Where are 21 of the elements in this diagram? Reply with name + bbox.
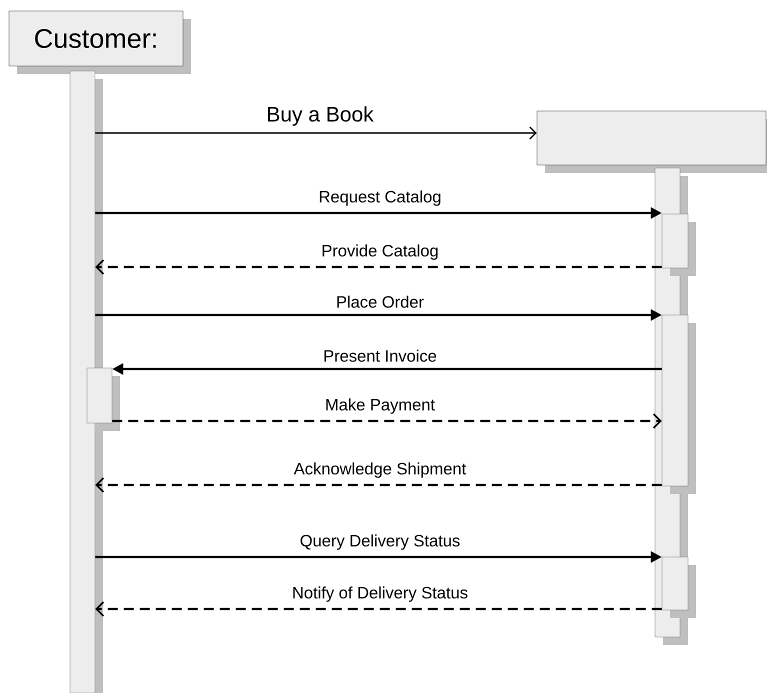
arrow [95,126,537,140]
edge-label: Query Delivery Status [298,533,462,551]
arrow [95,477,662,493]
object-box [536,110,767,173]
arrow [112,413,662,429]
edge-label: Request Catalog [318,189,442,207]
lifeline-bar [70,70,103,693]
edge-label: Buy a Book [265,105,375,127]
edge-label: Make Payment [324,397,436,415]
activation-bar [662,556,696,618]
activation-bar [86,368,120,431]
object-box: Customer: [8,10,191,74]
edge-label: Place Order [335,294,426,309]
edge-label: Provide Catalog [320,243,440,261]
activation-bar [662,314,696,494]
edge-label: Present Invoice [322,348,438,363]
activation-bar [662,214,696,276]
edge-label: Notify of Delivery Status [290,585,470,603]
arrow [95,601,662,617]
edge-label: Acknowledge Shipment [292,461,468,479]
arrow [95,259,662,275]
